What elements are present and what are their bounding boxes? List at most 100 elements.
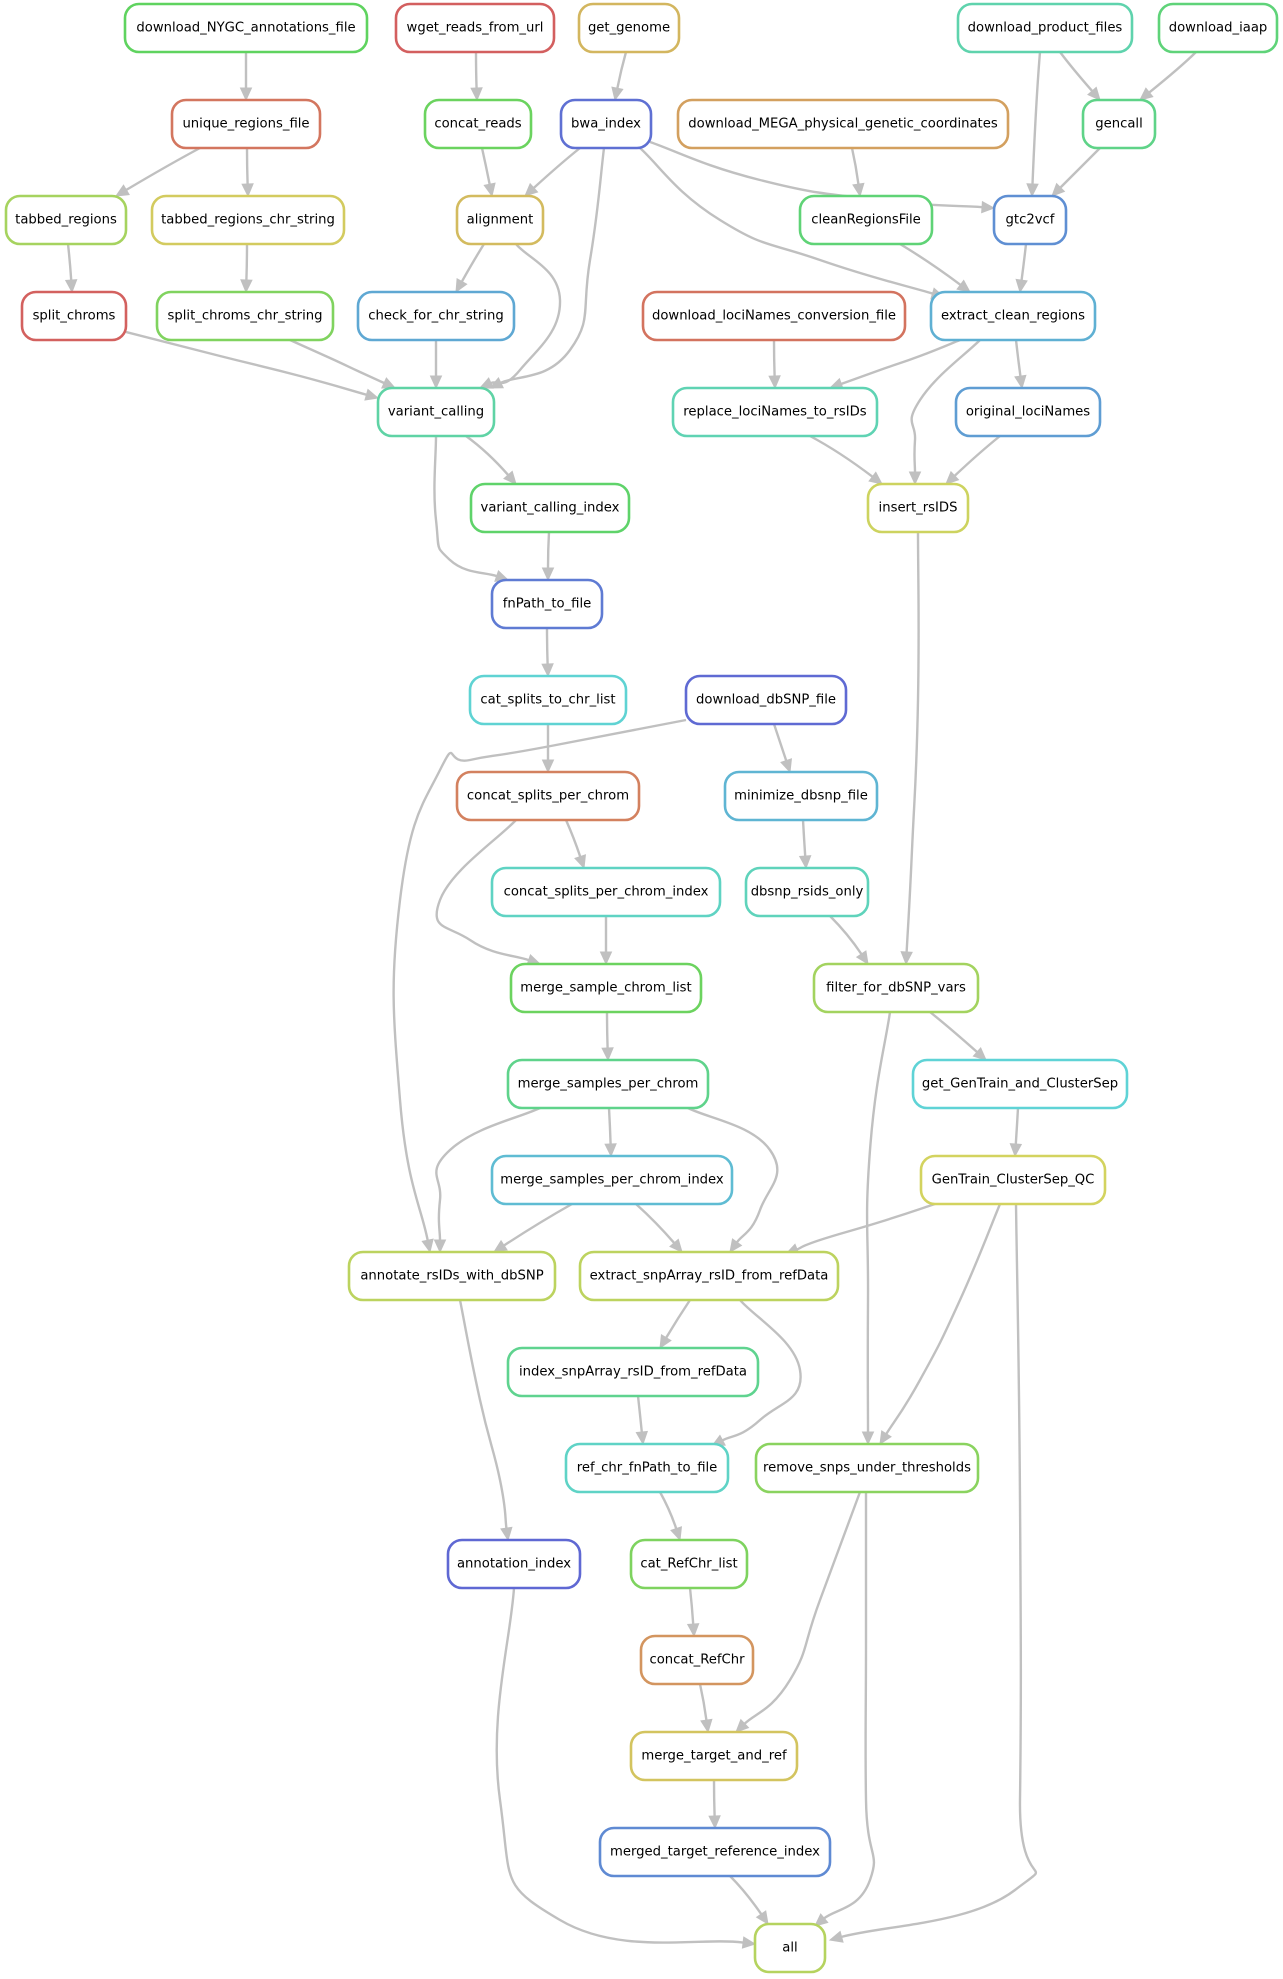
edge-arrowhead [768, 375, 781, 390]
node-box [376, 386, 496, 438]
edge-download_dbSNP_file-to-annotate_rsIDs_with_dbSNP [392, 718, 687, 1254]
node-concat_splits_per_chrom_index[interactable]: concat_splits_per_chrom_index [490, 866, 722, 918]
node-box [150, 194, 346, 246]
edge-line [929, 1011, 978, 1053]
node-box [641, 290, 907, 342]
edge-line [605, 1011, 609, 1049]
node-download_lociNames_conversion_file[interactable]: download_lociNames_conversion_file [641, 290, 907, 342]
node-index_snpArray_rsID_from_refData[interactable]: index_snpArray_rsID_from_refData [506, 1346, 760, 1398]
edge-line [500, 147, 606, 384]
node-extract_clean_regions[interactable]: extract_clean_regions [929, 290, 1097, 342]
edge-merge_samples_per_chrom-to-extract_snpArray_rsID_from_refData [687, 1106, 779, 1253]
edge-cat_splits_to_chr_list-to-concat_splits_per_chrom [541, 723, 555, 774]
edge-arrowhead [240, 279, 253, 294]
node-download_NYGC_annotations_file[interactable]: download_NYGC_annotations_file [123, 2, 369, 54]
edge-arrowhead [1015, 278, 1028, 294]
node-concat_splits_per_chrom[interactable]: concat_splits_per_chrom [455, 770, 641, 822]
node-download_product_files[interactable]: download_product_files [956, 2, 1134, 54]
node-box [866, 482, 970, 534]
edge-arrowhead [670, 1526, 683, 1542]
node-label: concat_reads [434, 117, 521, 132]
node-variant_calling[interactable]: variant_calling [376, 386, 496, 438]
node-original_lociNames[interactable]: original_lociNames [954, 386, 1102, 438]
node-bwa_index[interactable]: bwa_index [559, 98, 653, 150]
node-box [629, 1538, 749, 1590]
node-cat_splits_to_chr_list[interactable]: cat_splits_to_chr_list [468, 674, 628, 726]
node-merge_samples_per_chrom[interactable]: merge_samples_per_chrom [506, 1058, 710, 1110]
edge-merge_sample_chrom_list-to-merge_samples_per_chrom [601, 1011, 614, 1062]
node-wget_reads_from_url[interactable]: wget_reads_from_url [394, 2, 556, 54]
node-box [509, 962, 703, 1014]
node-dbsnp_rsids_only[interactable]: dbsnp_rsids_only [744, 866, 870, 918]
node-split_chroms_chr_string[interactable]: split_chroms_chr_string [155, 290, 335, 342]
edge-line [564, 819, 582, 857]
node-split_chroms[interactable]: split_chroms [20, 290, 128, 342]
node-minimize_dbsnp_file[interactable]: minimize_dbsnp_file [723, 770, 879, 822]
node-box [394, 2, 556, 54]
edge-line [840, 338, 961, 386]
node-fnPath_to_file[interactable]: fnPath_to_file [490, 578, 604, 630]
node-label: variant_calling [388, 405, 484, 420]
node-variant_calling_index[interactable]: variant_calling_index [469, 482, 631, 534]
node-label: GenTrain_ClusterSep_QC [932, 1173, 1095, 1188]
node-concat_RefChr[interactable]: concat_RefChr [639, 1634, 755, 1686]
edge-concat_reads-to-alignment [480, 147, 496, 198]
node-label: download_MEGA_physical_genetic_coordinat… [688, 117, 998, 132]
edge-line [435, 1106, 541, 1241]
node-label: replace_lociNames_to_rsIDs [683, 405, 867, 420]
edge-remove_snps_under_thresholds-to-merge_target_and_ref [735, 1491, 862, 1733]
node-download_iaap[interactable]: download_iaap [1157, 2, 1279, 54]
node-merge_samples_per_chrom_index[interactable]: merge_samples_per_chrom_index [490, 1154, 734, 1206]
node-annotate_rsIDs_with_dbSNP[interactable]: annotate_rsIDs_with_dbSNP [347, 1250, 557, 1302]
edge-arrowhead [741, 1936, 757, 1949]
node-check_for_chr_string[interactable]: check_for_chr_string [356, 290, 516, 342]
node-merged_target_reference_index[interactable]: merged_target_reference_index [598, 1826, 832, 1878]
node-label: download_iaap [1169, 21, 1268, 36]
edge-arrowhead [828, 1930, 844, 1943]
node-cat_RefChr_list[interactable]: cat_RefChr_list [629, 1538, 749, 1590]
node-filter_for_dbSNP_vars[interactable]: filter_for_dbSNP_vars [812, 962, 980, 1014]
node-extract_snpArray_rsID_from_refData[interactable]: extract_snpArray_rsID_from_refData [578, 1250, 840, 1302]
node-unique_regions_file[interactable]: unique_regions_file [170, 98, 322, 150]
edge-filter_for_dbSNP_vars-to-remove_snps_under_thresholds [861, 1011, 892, 1446]
edge-line [841, 1203, 1038, 1939]
edge-fnPath_to_file-to-cat_splits_to_chr_list [541, 627, 554, 678]
node-get_GenTrain_and_ClusterSep[interactable]: get_GenTrain_and_ClusterSep [911, 1058, 1129, 1110]
node-remove_snps_under_thresholds[interactable]: remove_snps_under_thresholds [754, 1442, 980, 1494]
node-merge_sample_chrom_list[interactable]: merge_sample_chrom_list [509, 962, 703, 1014]
edge-line [905, 531, 920, 953]
edge-arrowhead [574, 854, 587, 870]
edge-arrowhead [470, 87, 483, 102]
node-replace_lociNames_to_rsIDs[interactable]: replace_lociNames_to_rsIDs [671, 386, 879, 438]
edge-arrowhead [861, 1431, 875, 1446]
node-annotation_index[interactable]: annotation_index [446, 1538, 582, 1590]
node-label: concat_RefChr [649, 1653, 745, 1668]
node-alignment[interactable]: alignment [455, 194, 545, 246]
node-download_MEGA_physical_genetic_coordinates[interactable]: download_MEGA_physical_genetic_coordinat… [676, 98, 1010, 150]
node-gencall[interactable]: gencall [1081, 98, 1157, 150]
node-tabbed_regions_chr_string[interactable]: tabbed_regions_chr_string [150, 194, 346, 246]
node-all[interactable]: all [753, 1922, 827, 1974]
node-label: dbsnp_rsids_only [751, 885, 864, 900]
edge-GenTrain_ClusterSep_QC-to-extract_snpArray_rsID_from_refData [784, 1202, 936, 1256]
edge-arrowhead [381, 377, 397, 389]
node-merge_target_and_ref[interactable]: merge_target_and_ref [629, 1730, 799, 1782]
node-insert_rsIDS[interactable]: insert_rsIDS [866, 482, 970, 534]
edge-merge_target_and_ref-to-merged_target_reference_index [708, 1779, 721, 1830]
edge-arrowhead [780, 758, 793, 774]
node-tabbed_regions[interactable]: tabbed_regions [4, 194, 128, 246]
node-gtc2vcf[interactable]: gtc2vcf [992, 194, 1068, 246]
edge-line [125, 330, 367, 396]
node-get_genome[interactable]: get_genome [577, 2, 681, 54]
node-download_dbSNP_file[interactable]: download_dbSNP_file [684, 674, 848, 726]
node-box [347, 1250, 557, 1302]
edge-line [245, 147, 249, 185]
node-concat_reads[interactable]: concat_reads [423, 98, 533, 150]
edge-line [953, 435, 1001, 477]
node-ref_chr_fnPath_to_file[interactable]: ref_chr_fnPath_to_file [564, 1442, 730, 1494]
node-box [455, 770, 641, 822]
node-cleanRegionsFile[interactable]: cleanRegionsFile [798, 194, 934, 246]
node-GenTrain_ClusterSep_QC[interactable]: GenTrain_ClusterSep_QC [919, 1154, 1107, 1206]
edge-insert_rsIDS-to-filter_for_dbSNP_vars [900, 531, 920, 966]
node-box [490, 578, 604, 630]
